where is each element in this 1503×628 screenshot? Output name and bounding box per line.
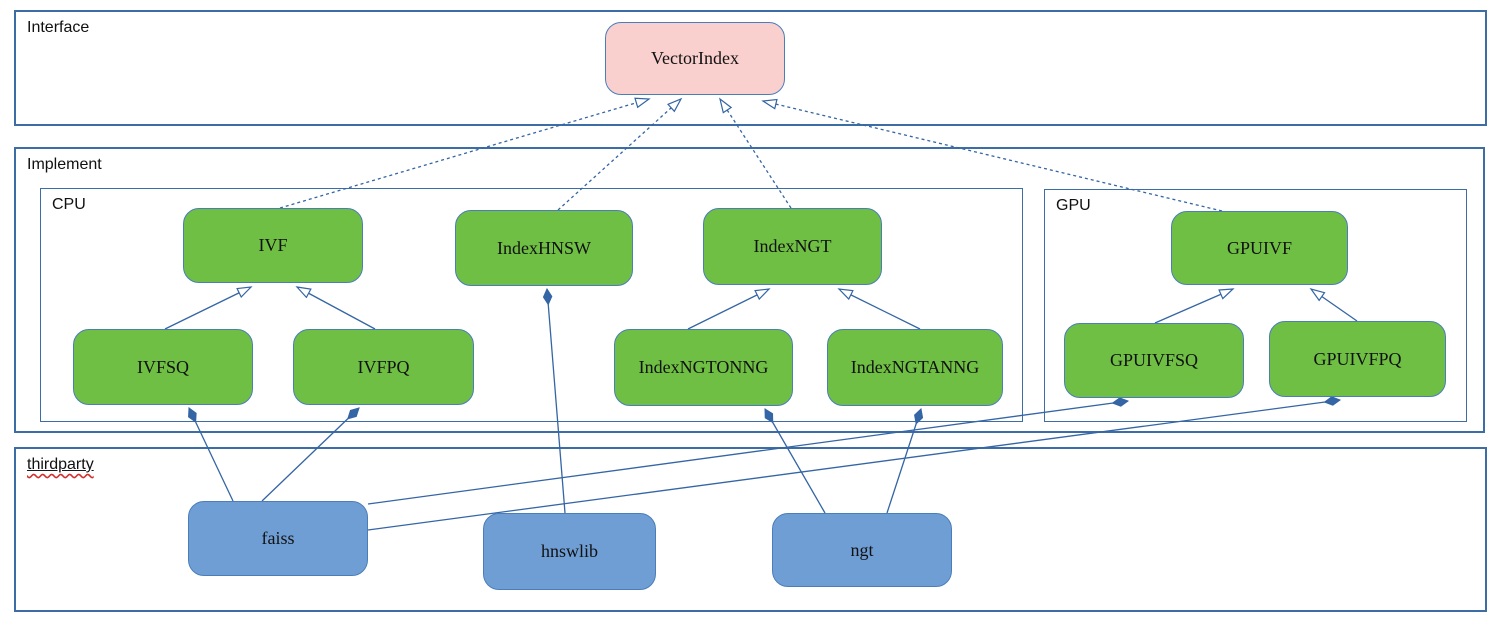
container-cpu-label: CPU xyxy=(52,196,86,213)
node-gpuivf[interactable]: GPUIVF xyxy=(1171,211,1348,285)
node-gpuivfsq[interactable]: GPUIVFSQ xyxy=(1064,323,1244,398)
node-ivfpq[interactable]: IVFPQ xyxy=(293,329,474,405)
node-indexngtanng[interactable]: IndexNGTANNG xyxy=(827,329,1003,406)
node-indexhnsw[interactable]: IndexHNSW xyxy=(455,210,633,286)
node-indexngt[interactable]: IndexNGT xyxy=(703,208,882,285)
node-indexngtonng[interactable]: IndexNGTONNG xyxy=(614,329,793,406)
node-ngt[interactable]: ngt xyxy=(772,513,952,587)
node-hnswlib[interactable]: hnswlib xyxy=(483,513,656,590)
node-faiss[interactable]: faiss xyxy=(188,501,368,576)
container-implement-label: Implement xyxy=(27,156,102,173)
node-ivf[interactable]: IVF xyxy=(183,208,363,283)
node-gpuivfpq[interactable]: GPUIVFPQ xyxy=(1269,321,1446,397)
node-vectorindex[interactable]: VectorIndex xyxy=(605,22,785,95)
node-ivfsq[interactable]: IVFSQ xyxy=(73,329,253,405)
container-gpu-label: GPU xyxy=(1056,197,1091,214)
container-thirdparty-label: thirdparty xyxy=(27,456,94,474)
spellcheck-squiggle: thirdparty xyxy=(27,456,94,473)
container-interface-label: Interface xyxy=(27,19,90,36)
